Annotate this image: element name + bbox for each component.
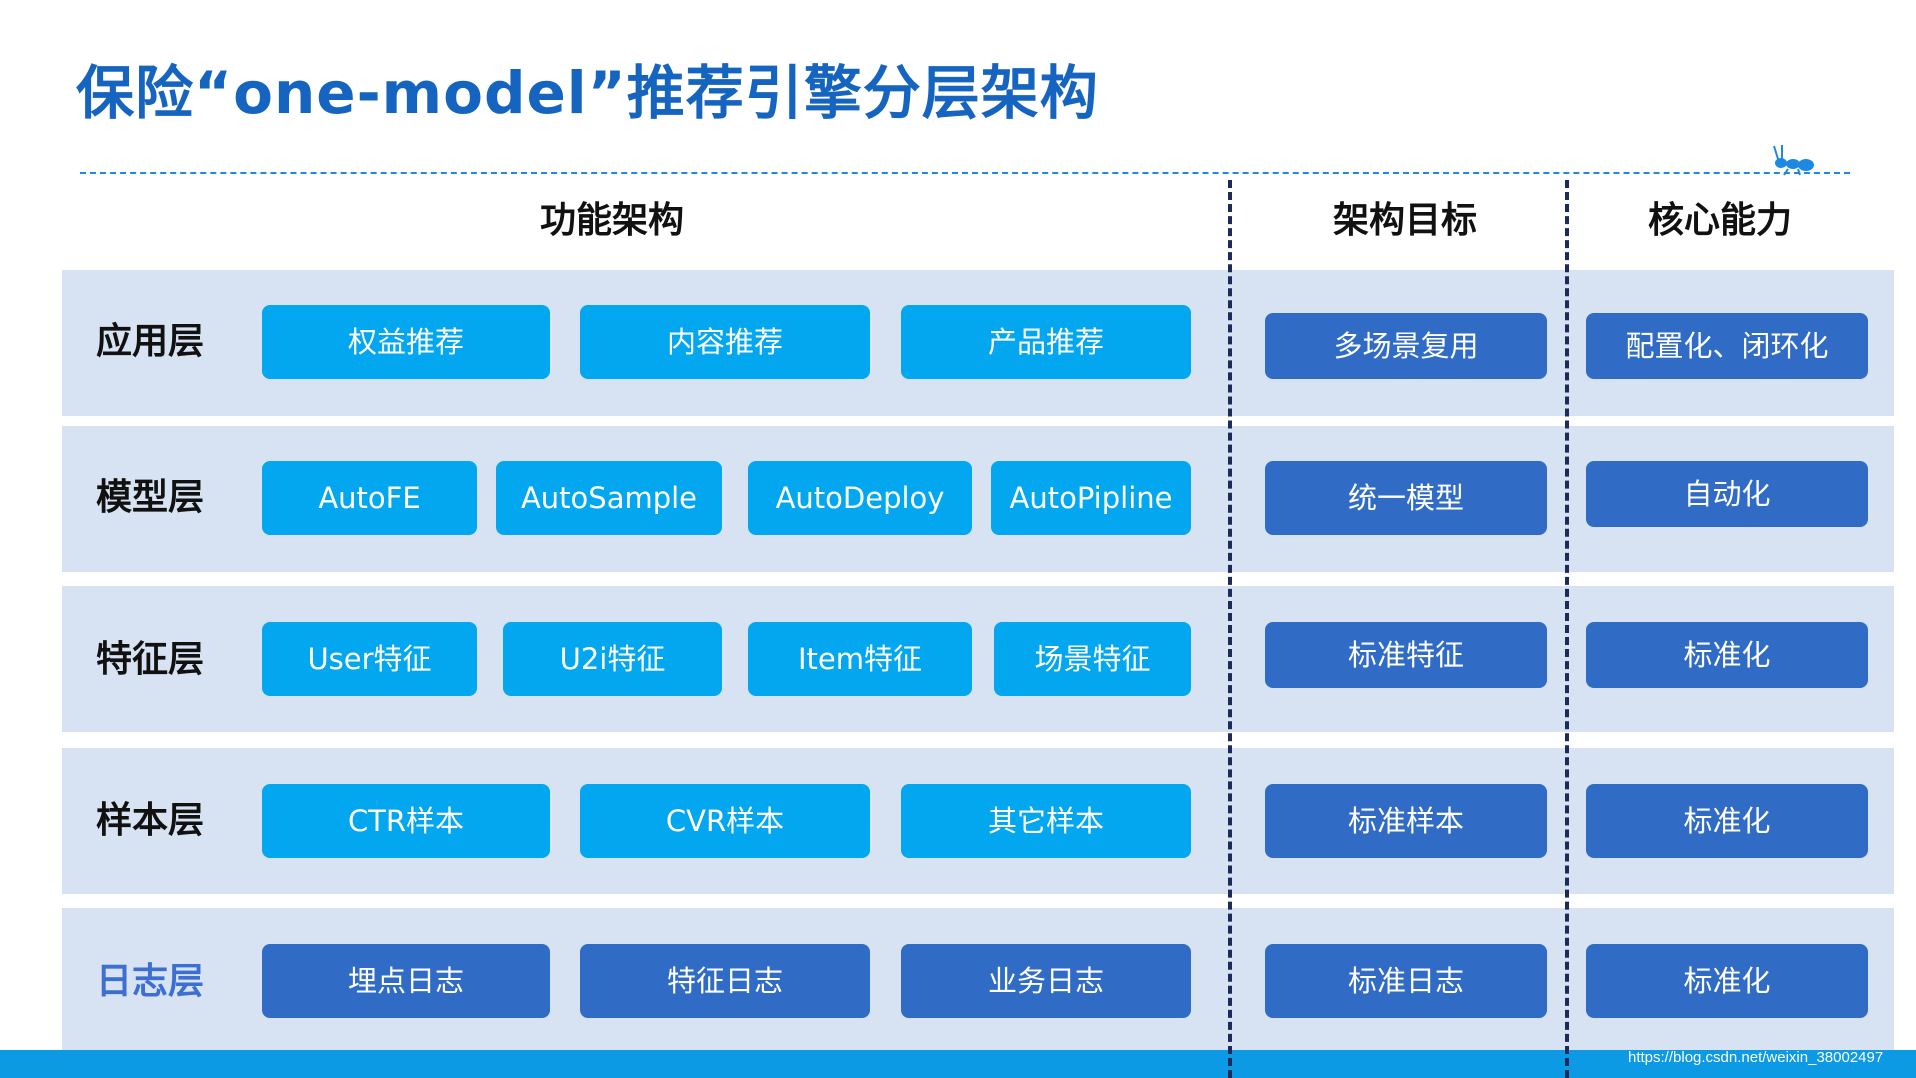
column-header-functional: 功能架构 [539, 200, 684, 241]
module-box: AutoFE [262, 461, 477, 535]
module-box: 其它样本 [901, 784, 1191, 858]
module-box: CTR样本 [262, 784, 550, 858]
capability-box: 自动化 [1586, 461, 1868, 527]
ant-logo-icon [1773, 145, 1814, 176]
column-separator [1565, 180, 1569, 1078]
column-separator [1228, 180, 1232, 1078]
module-box: 埋点日志 [262, 944, 550, 1018]
module-box: 业务日志 [901, 944, 1191, 1018]
column-header-capability: 核心能力 [1647, 200, 1792, 241]
column-header-goal: 架构目标 [1332, 200, 1477, 241]
module-box: 场景特征 [994, 622, 1191, 696]
module-box: 产品推荐 [901, 305, 1191, 379]
capability-box: 标准化 [1586, 784, 1868, 858]
page-title: 保险“one-model”推荐引擎分层架构 [76, 59, 1099, 127]
module-box: AutoPipline [991, 461, 1191, 535]
capability-box: 标准化 [1586, 944, 1868, 1018]
layer-label: 日志层 [96, 961, 205, 1002]
module-box: AutoSample [496, 461, 722, 535]
capability-box: 配置化、闭环化 [1586, 313, 1868, 379]
layer-label: 应用层 [96, 321, 205, 362]
layer-label: 模型层 [96, 477, 205, 518]
module-box: U2i特征 [503, 622, 722, 696]
module-box: 特征日志 [580, 944, 870, 1018]
module-box: CVR样本 [580, 784, 870, 858]
footer-bar [0, 1050, 1916, 1078]
module-box: 内容推荐 [580, 305, 870, 379]
goal-box: 标准日志 [1265, 944, 1547, 1018]
module-box: User特征 [262, 622, 477, 696]
goal-box: 标准特征 [1265, 622, 1547, 688]
watermark: https://blog.csdn.net/weixin_38002497 [1628, 1049, 1884, 1066]
module-box: Item特征 [748, 622, 972, 696]
capability-box: 标准化 [1586, 622, 1868, 688]
layer-label: 特征层 [96, 639, 205, 680]
goal-box: 统一模型 [1265, 461, 1547, 535]
title-divider [80, 172, 1850, 174]
layer-label: 样本层 [96, 800, 205, 841]
module-box: 权益推荐 [262, 305, 550, 379]
goal-box: 标准样本 [1265, 784, 1547, 858]
goal-box: 多场景复用 [1265, 313, 1547, 379]
module-box: AutoDeploy [748, 461, 972, 535]
